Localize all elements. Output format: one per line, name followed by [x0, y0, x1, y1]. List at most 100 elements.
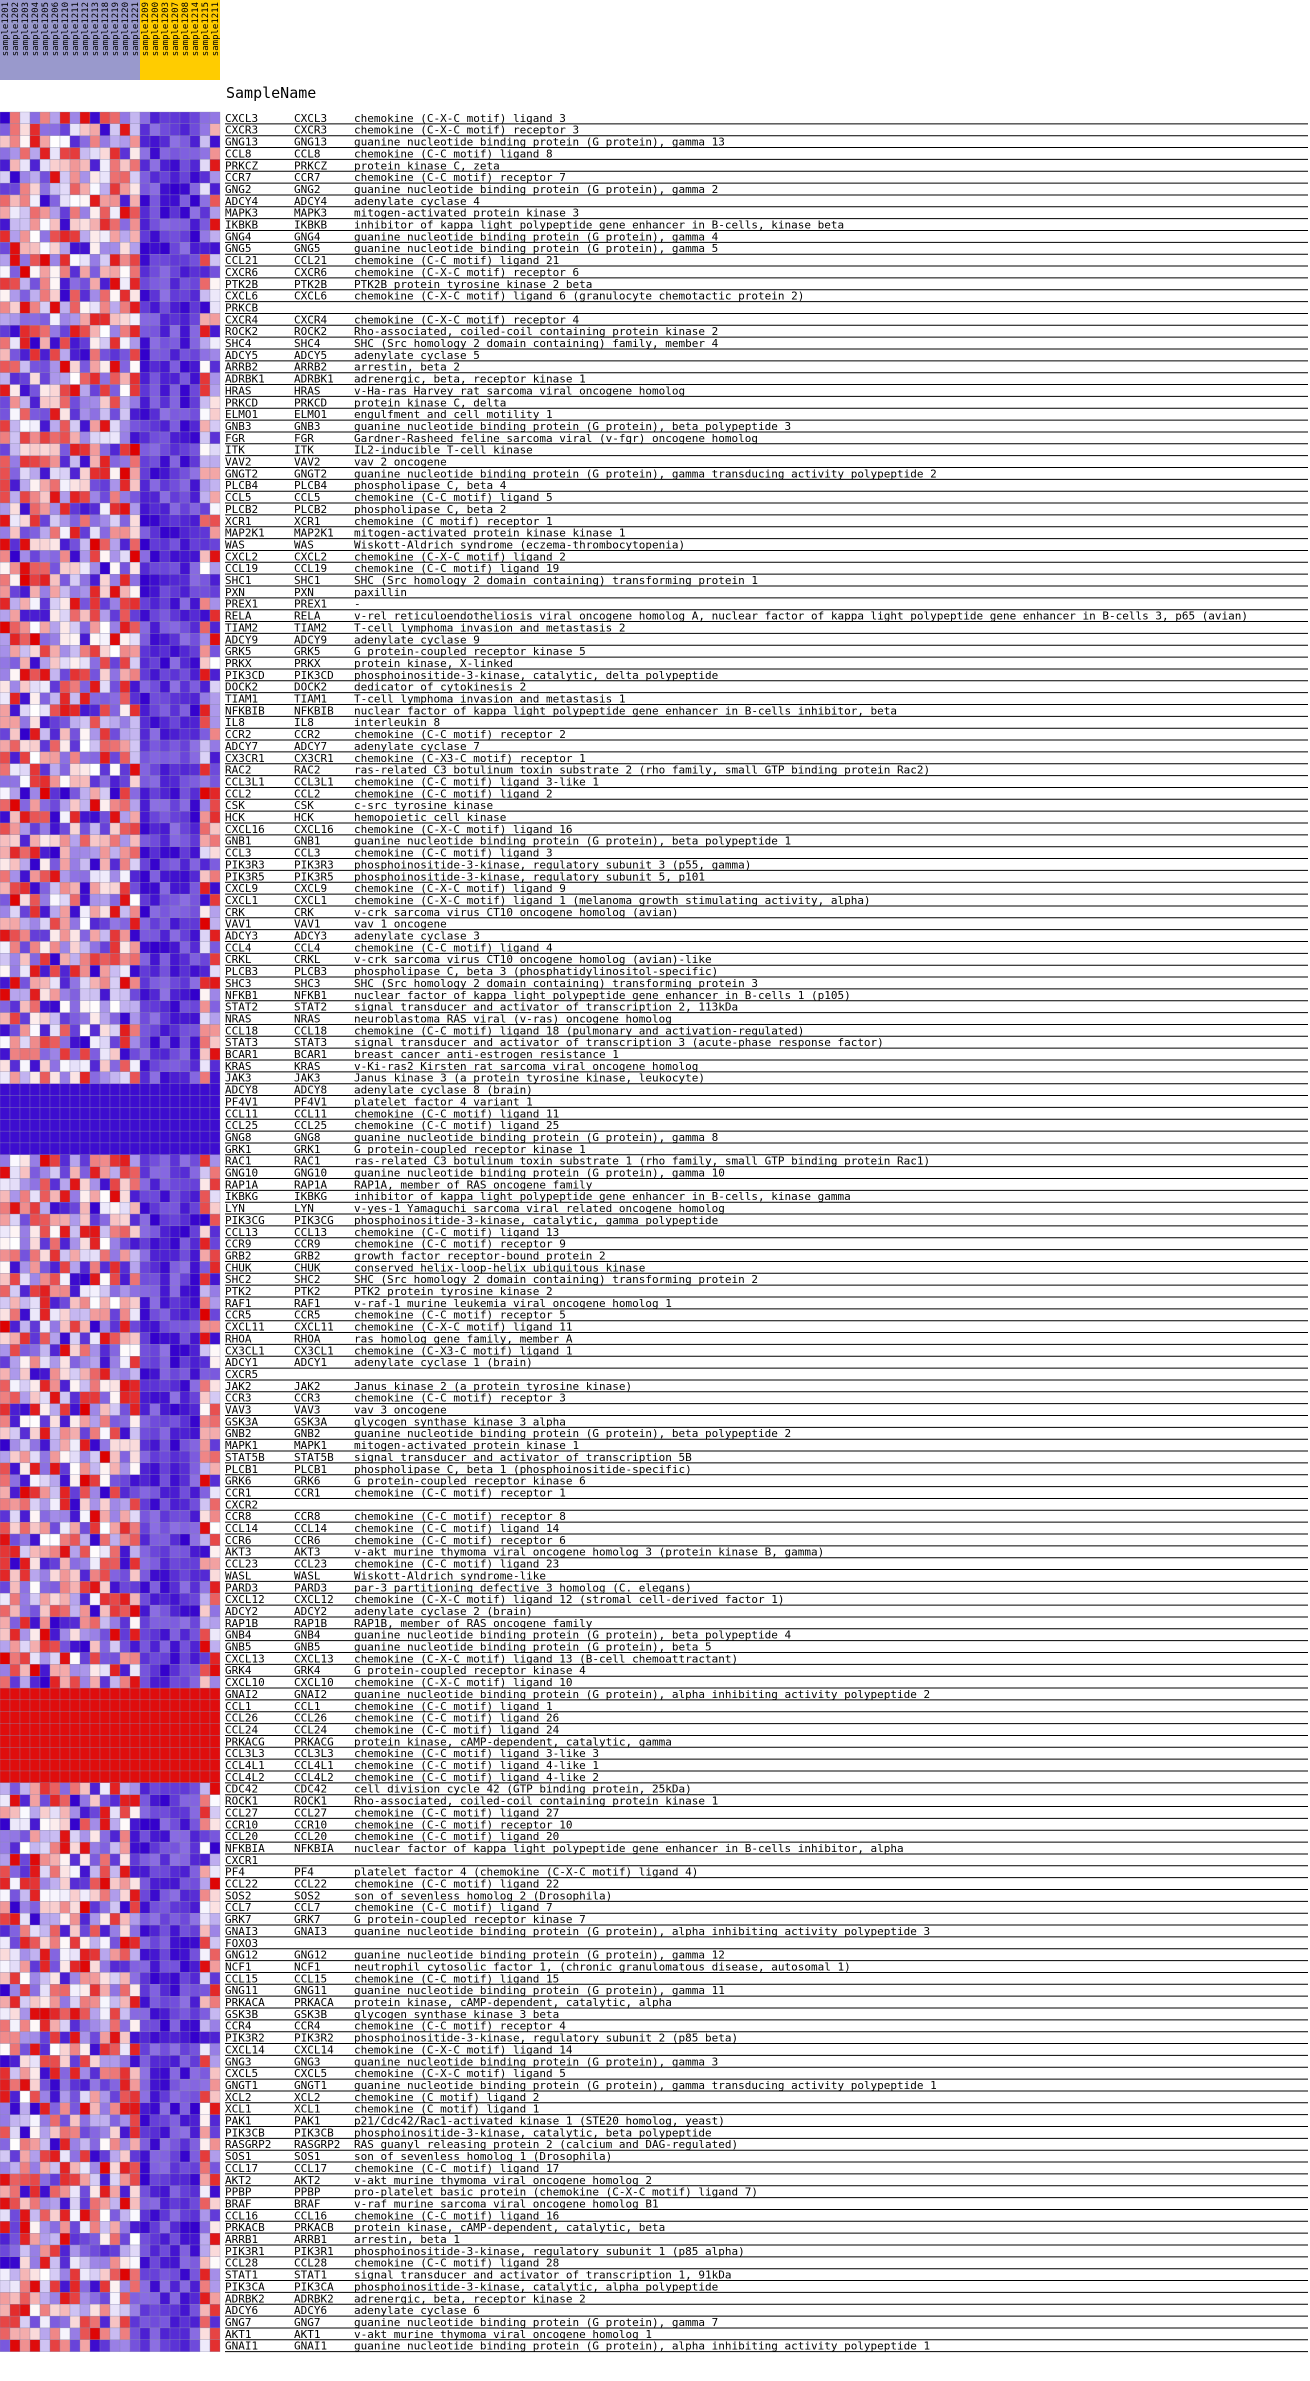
row-description-label: conserved helix-loop-helix ubiquitous ki…: [354, 1261, 645, 1274]
heatmap-cell: [189, 1178, 201, 1191]
heatmap-cell: [9, 301, 21, 314]
heatmap-cell: [69, 1107, 81, 1120]
heatmap-cell: [79, 1439, 91, 1452]
row-symbol-label: AKT1: [294, 2328, 321, 2341]
heatmap-cell: [149, 1403, 161, 1416]
heatmap-cell: [9, 491, 21, 504]
heatmap-cell: [159, 1569, 171, 1582]
heatmap-cell: [99, 1142, 111, 1155]
heatmap-cell: [139, 1557, 151, 1570]
heatmap-cell: [9, 585, 21, 599]
heatmap-cell: [89, 2280, 101, 2293]
heatmap-cell: [89, 2339, 101, 2352]
heatmap-cell: [59, 159, 71, 172]
heatmap-cell: [189, 1687, 201, 1701]
heatmap-cell: [179, 2232, 191, 2246]
heatmap-cell: [29, 1119, 41, 1132]
heatmap-cell: [69, 787, 81, 800]
heatmap-cell: [199, 2173, 211, 2186]
heatmap-cell: [39, 953, 51, 966]
heatmap-cell: [99, 645, 111, 658]
heatmap-cell: [69, 514, 81, 527]
heatmap-cell: [109, 123, 121, 136]
row-description-label: chemokine (C-X-C motif) ligand 3: [354, 112, 566, 125]
heatmap-cell: [199, 1154, 211, 1167]
heatmap-cell: [99, 1723, 111, 1736]
heatmap-cell: [109, 905, 121, 918]
heatmap-cell: [29, 206, 41, 219]
row-symbol-label: RHOA: [294, 1332, 321, 1345]
heatmap-cell: [39, 846, 51, 859]
heatmap-cell: [129, 1308, 141, 1321]
heatmap-cell: [179, 2197, 191, 2210]
row-description-label: chemokine (C-C motif) receptor 3: [354, 1392, 566, 1405]
heatmap-cell: [109, 147, 121, 160]
row-id-label: KRAS: [225, 1060, 252, 1073]
heatmap-cell: [99, 2114, 111, 2127]
heatmap-cell: [39, 491, 51, 504]
row-id-label: PIK3R5: [225, 870, 265, 883]
heatmap-cell: [69, 1474, 81, 1487]
heatmap-cell: [129, 1711, 141, 1724]
heatmap-cell: [59, 443, 71, 456]
heatmap-cell: [119, 277, 131, 290]
heatmap-cell: [39, 2102, 51, 2115]
heatmap-cell: [49, 585, 61, 599]
heatmap-cell: [99, 455, 111, 468]
row-id-label: ADCY2: [225, 1605, 258, 1618]
heatmap-cell: [119, 1913, 131, 1926]
heatmap-cell: [39, 1367, 51, 1381]
heatmap-cell: [29, 1308, 41, 1321]
heatmap-cell: [99, 1130, 111, 1144]
heatmap-cell: [29, 1439, 41, 1452]
heatmap-cell: [59, 680, 71, 693]
heatmap-cell: [9, 1415, 21, 1428]
heatmap-cell: [139, 384, 151, 397]
heatmap-cell: [169, 680, 181, 693]
heatmap-cell: [199, 2161, 211, 2175]
heatmap-cell: [49, 1107, 61, 1120]
heatmap-cell: [9, 1960, 21, 1973]
heatmap-cell: [119, 929, 131, 942]
heatmap-cell: [69, 1000, 81, 1013]
heatmap-cell: [9, 1403, 21, 1416]
heatmap-cell: [9, 1427, 21, 1440]
row-description-label: chemokine (C-C motif) receptor 6: [354, 1534, 566, 1547]
heatmap-cell: [69, 1332, 81, 1345]
heatmap-cell: [69, 1130, 81, 1144]
heatmap-cell: [109, 159, 121, 172]
heatmap-cell: [209, 1367, 221, 1381]
row-id-label: PXN: [225, 586, 245, 599]
heatmap-cell: [139, 2185, 151, 2198]
heatmap-cell: [159, 2114, 171, 2127]
row-id-label: CXCL14: [225, 2043, 265, 2056]
heatmap-cell: [89, 751, 101, 764]
heatmap-cell: [0, 1285, 11, 1298]
heatmap-cell: [79, 680, 91, 693]
heatmap-cell: [0, 2138, 11, 2151]
heatmap-cell: [9, 1853, 21, 1866]
row-id-label: CSK: [225, 799, 245, 812]
heatmap-cell: [119, 751, 131, 764]
heatmap-cell: [139, 1913, 151, 1926]
heatmap-cell: [109, 1616, 121, 1629]
heatmap-cell: [179, 384, 191, 397]
heatmap-cell: [119, 1486, 131, 1499]
heatmap-cell: [169, 585, 181, 599]
heatmap-cell: [99, 2268, 111, 2281]
heatmap-cell: [129, 621, 141, 634]
heatmap-cell: [189, 811, 201, 824]
heatmap-cell: [139, 976, 151, 990]
heatmap-cell: [179, 159, 191, 172]
heatmap-cell: [89, 1427, 101, 1440]
heatmap-cell: [9, 1593, 21, 1606]
heatmap-cell: [0, 384, 11, 397]
heatmap-cell: [99, 206, 111, 219]
heatmap-cell: [139, 1569, 151, 1582]
row-description-label: signal transducer and activator of trans…: [354, 1036, 884, 1049]
heatmap-cell: [69, 2031, 81, 2044]
row-id-label: CCL4L2: [225, 1771, 265, 1784]
heatmap-cell: [99, 325, 111, 338]
row-description-label: adenylate cyclase 5: [354, 349, 480, 362]
heatmap-cell: [9, 811, 21, 824]
